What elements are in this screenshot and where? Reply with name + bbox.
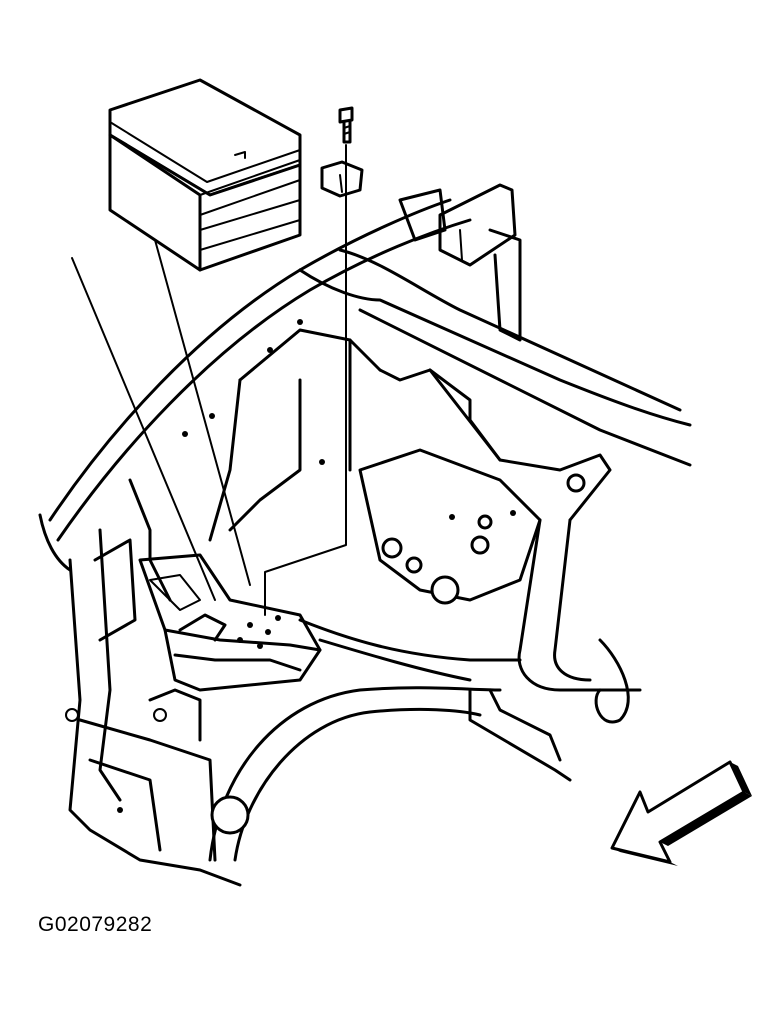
forward-direction-arrow-icon (610, 760, 752, 866)
vehicle-body-structure-icon (38, 183, 692, 887)
battery-tray-icon (138, 553, 322, 692)
figure-id-label: G02079282 (38, 913, 153, 936)
retainer-bolt-icon (338, 106, 354, 144)
assembly-leader-lines (71, 144, 347, 616)
battery-hold-down-retainer-icon (320, 160, 364, 198)
battery-icon (108, 78, 302, 272)
